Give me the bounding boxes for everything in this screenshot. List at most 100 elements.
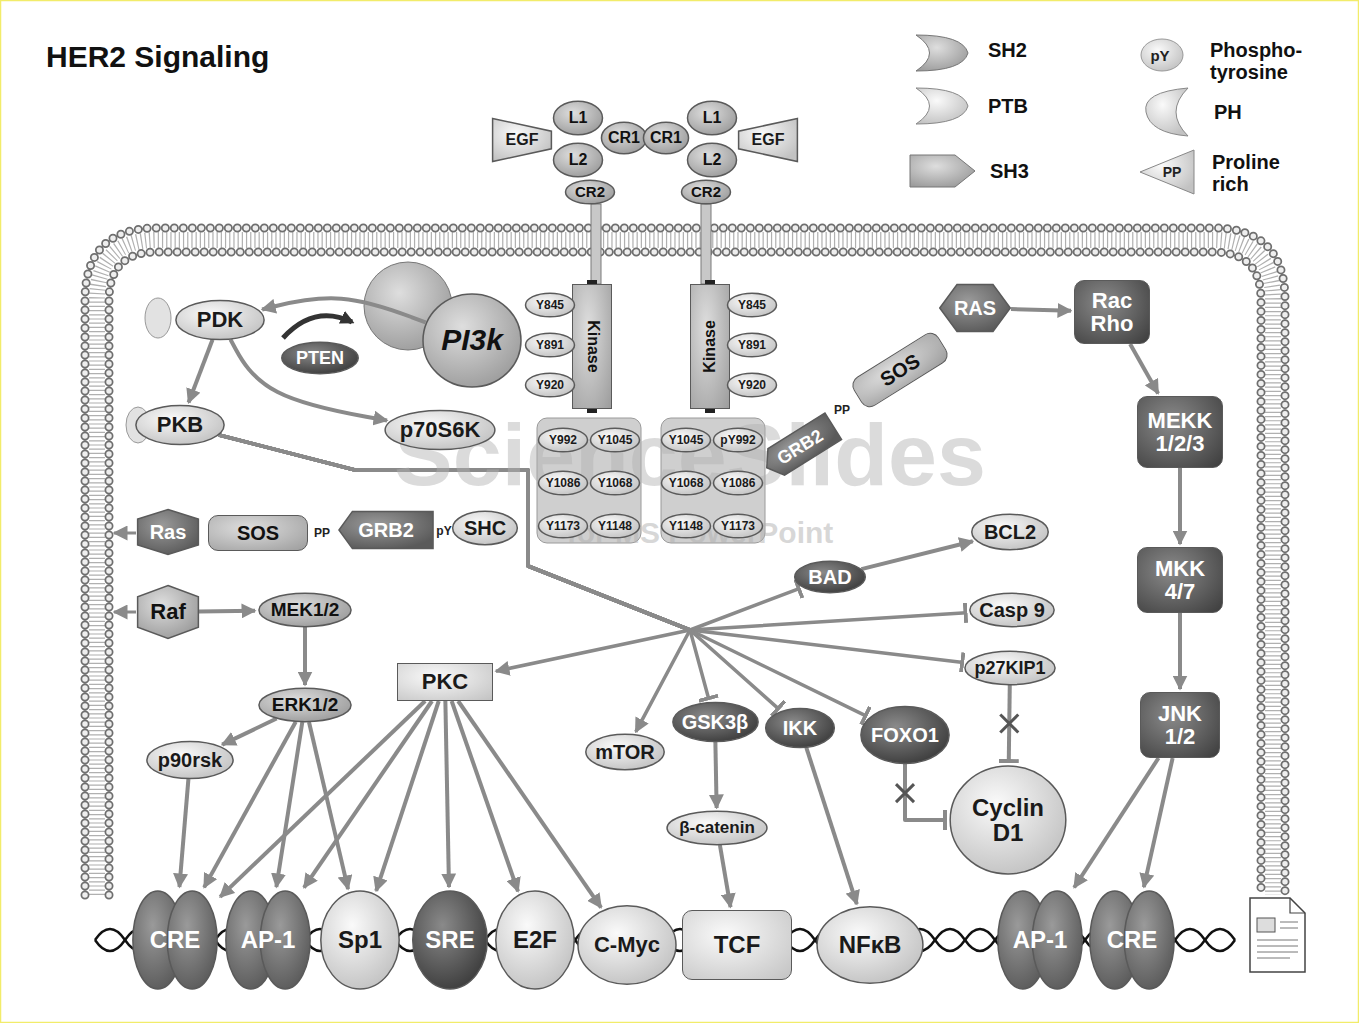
node-label: E2F <box>513 927 557 952</box>
node-label: Y1045 <box>598 434 633 447</box>
phosphosite-oval: Y920 <box>525 373 575 397</box>
protein-node: Casp 9 <box>969 593 1055 627</box>
node-label: IKK <box>783 718 817 739</box>
node-label: Y1086 <box>546 477 581 490</box>
gtpase-node: Ras <box>137 509 199 555</box>
legend-text: SH2 <box>988 39 1027 61</box>
gtpase-node: Rac Rho <box>1074 280 1150 344</box>
node-label: EGF <box>506 132 539 149</box>
transcription-factor: C-Myc <box>577 905 677 985</box>
receptor-domain: L1 <box>687 101 737 135</box>
kinase-node: mTOR <box>585 734 665 770</box>
protein-node: β-catenin <box>666 811 768 845</box>
node-label: L1 <box>569 110 588 127</box>
receptor-domain: CR1 <box>643 122 689 154</box>
node-label: GRB2 <box>358 520 414 541</box>
node-label: L1 <box>703 110 722 127</box>
signal-arrow <box>262 298 425 322</box>
pten-reversal-arrow <box>283 316 352 338</box>
ligand-triangle: EGF <box>738 118 798 162</box>
transcription-factor: NFκB <box>816 906 924 984</box>
phosphosite-oval: Y992 <box>538 428 588 452</box>
signal-arrow <box>1130 344 1158 393</box>
phosphosite-oval: pY992 <box>713 428 763 452</box>
protein-node: p27KIP1 <box>964 651 1056 685</box>
phosphosite-oval: Y891 <box>727 333 777 357</box>
sh3-symbol <box>910 155 975 187</box>
signal-arrow <box>303 627 307 685</box>
node-label: Kinase <box>702 320 719 372</box>
node-label: Y992 <box>549 434 577 447</box>
lipid-heads <box>85 228 1285 895</box>
node-label: Y920 <box>738 379 766 392</box>
kinase-node: PDK <box>175 300 265 340</box>
signal-arrow <box>452 701 518 891</box>
kinase-node: GSK3β <box>672 702 759 742</box>
node-label: C-Myc <box>594 933 660 956</box>
kinase-node: IKK <box>765 708 835 748</box>
phosphosite-oval: Y1068 <box>661 471 711 495</box>
node-label: p70S6K <box>400 418 481 441</box>
node-label: AP-1 <box>241 927 296 952</box>
response-element: CRE <box>132 890 218 990</box>
node-label: CR2 <box>575 184 605 200</box>
node-label: L2 <box>703 152 722 169</box>
signal-arrow <box>1011 309 1071 311</box>
node-label: Kinase <box>584 320 601 372</box>
node-label: MEKK 1/2/3 <box>1144 409 1216 455</box>
signal-arrow <box>376 701 439 891</box>
node-label: AP-1 <box>1013 927 1068 952</box>
node-label: GSK3β <box>682 712 749 733</box>
node-label: CR2 <box>691 184 721 200</box>
protein-node: BAD <box>794 561 866 593</box>
node-label: Y1068 <box>598 477 633 490</box>
signal-arrow <box>1144 758 1173 887</box>
proline-rich-mark: PP <box>1163 164 1182 180</box>
response-element: CRE <box>1089 890 1175 990</box>
membrane-arrow <box>114 611 136 614</box>
legend-text: PTB <box>988 95 1028 117</box>
phosphatase-node: PTEN <box>281 342 359 374</box>
node-label: Y1148 <box>598 520 632 533</box>
node-label: Cyclin D1 <box>962 795 1054 845</box>
proline-rich-mark: PP <box>314 526 330 540</box>
transcription-factor: AP-1 <box>997 890 1083 990</box>
kinase-node: PI3k <box>422 293 522 388</box>
node-label: SRE <box>425 927 474 952</box>
protein-node: Cyclin D1 <box>949 765 1067 875</box>
ptb-symbol <box>916 88 968 124</box>
ligand-triangle: EGF <box>492 118 552 162</box>
signal-arrow <box>199 609 255 614</box>
node-label: SOS <box>237 523 279 544</box>
kinase-node: MEK1/2 <box>258 593 352 627</box>
node-label: Y920 <box>536 379 564 392</box>
phosphosite-oval: Y1173 <box>538 514 588 538</box>
node-label: Y1173 <box>721 520 755 533</box>
receptor-domain: CR2 <box>565 180 615 204</box>
node-label: Y1173 <box>546 520 580 533</box>
kinase-node: Raf <box>137 585 199 639</box>
phosphosite-oval: Y1045 <box>590 428 640 452</box>
signal-arrow <box>1178 613 1182 689</box>
signal-arrow <box>1074 758 1158 887</box>
lipid-tails <box>97 240 1273 895</box>
phosphosite-oval: Y845 <box>525 293 575 317</box>
phosphosite-oval: Y1045 <box>661 428 711 452</box>
node-label: Casp 9 <box>979 600 1045 621</box>
receptor-domain: CR2 <box>681 180 731 204</box>
signal-arrow <box>445 701 449 887</box>
kinase-node: p70S6K <box>384 410 496 450</box>
kinase-node: ERK1/2 <box>258 688 352 722</box>
node-label: MKK 4/7 <box>1144 557 1216 603</box>
legend-text: Phospho- tyrosine <box>1210 39 1322 84</box>
node-label: CR1 <box>650 130 682 147</box>
legend-text: PH <box>1214 101 1242 123</box>
node-label: BCL2 <box>984 522 1036 543</box>
node-label: TCF <box>714 932 761 957</box>
signal-arrow <box>806 748 856 904</box>
node-label: RAS <box>954 298 996 319</box>
node-label: PKC <box>422 670 468 693</box>
transcription-factor: Sp1 <box>320 890 400 990</box>
